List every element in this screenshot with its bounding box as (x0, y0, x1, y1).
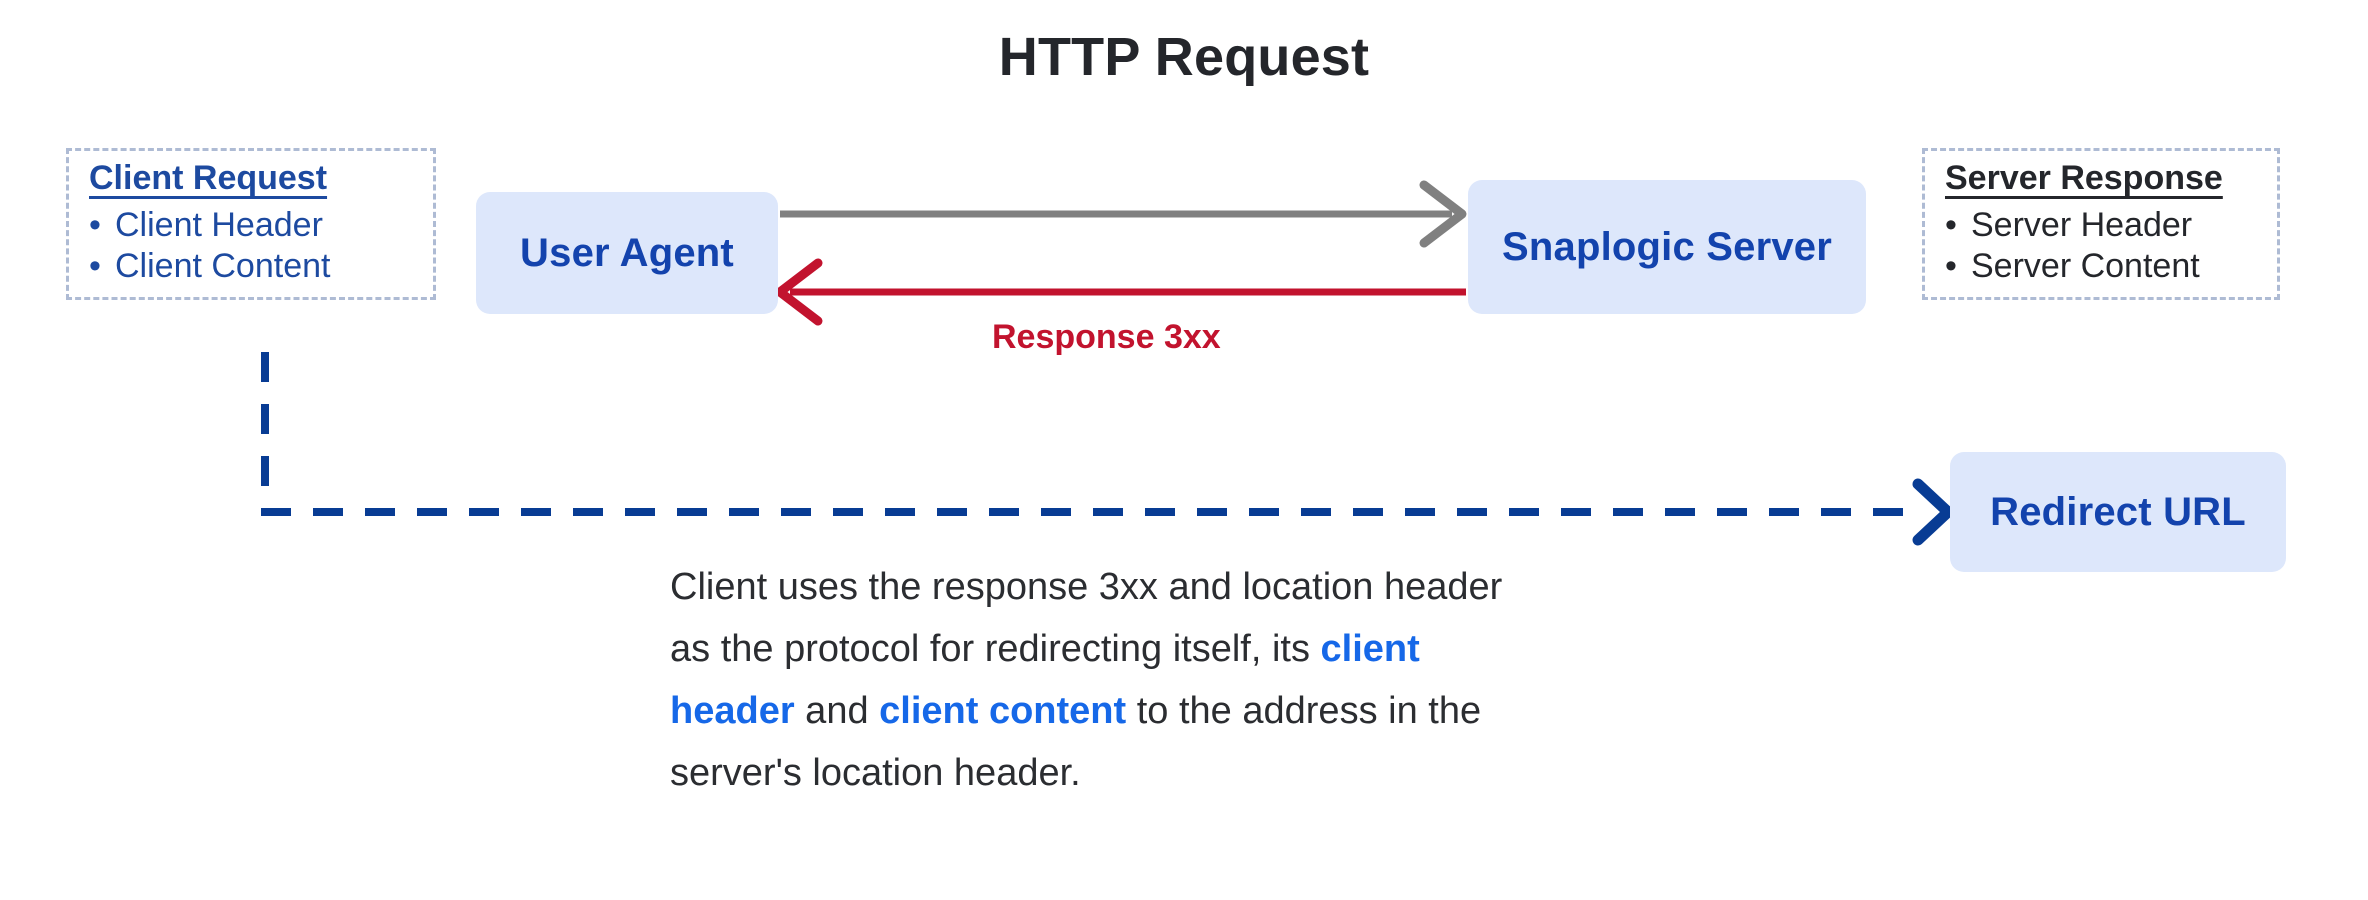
client-request-list: • Client Header • Client Content (89, 205, 415, 288)
node-snaplogic-server[interactable]: Snaplogic Server (1468, 180, 1866, 314)
server-response-panel: Server Response • Server Header • Server… (1922, 148, 2280, 301)
list-item: • Server Content (1945, 246, 2259, 287)
list-item: • Client Content (89, 246, 415, 287)
node-redirect-url[interactable]: Redirect URL (1950, 452, 2286, 572)
server-response-list: • Server Header • Server Content (1945, 205, 2259, 288)
response-arrow-label: Response 3xx (992, 318, 1221, 356)
description-paragraph: Client uses the response 3xx and locatio… (670, 556, 1550, 804)
node-user-agent[interactable]: User Agent (476, 192, 778, 314)
paragraph-part-3: to the address in the server's location … (670, 690, 1482, 794)
list-item: • Client Header (89, 205, 415, 246)
paragraph-highlight-client-content: client content (879, 690, 1127, 732)
bullet-icon: • (1945, 205, 1957, 244)
list-item-label: Server Content (1971, 246, 2200, 285)
client-request-panel: Client Request • Client Header • Client … (66, 148, 436, 301)
page-title: HTTP Request (998, 27, 1370, 87)
paragraph-part-1: Client uses the response 3xx and locatio… (670, 566, 1503, 670)
request-arrow (780, 180, 1467, 248)
server-response-heading: Server Response (1945, 159, 2223, 197)
list-item: • Server Header (1945, 205, 2259, 246)
bullet-icon: • (89, 246, 101, 285)
bullet-icon: • (89, 205, 101, 244)
bullet-icon: • (1945, 246, 1957, 285)
paragraph-highlight-client-header: client header (670, 628, 1420, 732)
list-item-label: Client Header (115, 205, 323, 244)
client-request-heading: Client Request (89, 159, 328, 197)
response-arrow (775, 258, 1466, 326)
list-item-label: Client Content (115, 246, 331, 285)
paragraph-part-2: and (794, 690, 880, 732)
redirect-dashed-arrow (261, 352, 1954, 546)
list-item-label: Server Header (1971, 205, 2193, 244)
